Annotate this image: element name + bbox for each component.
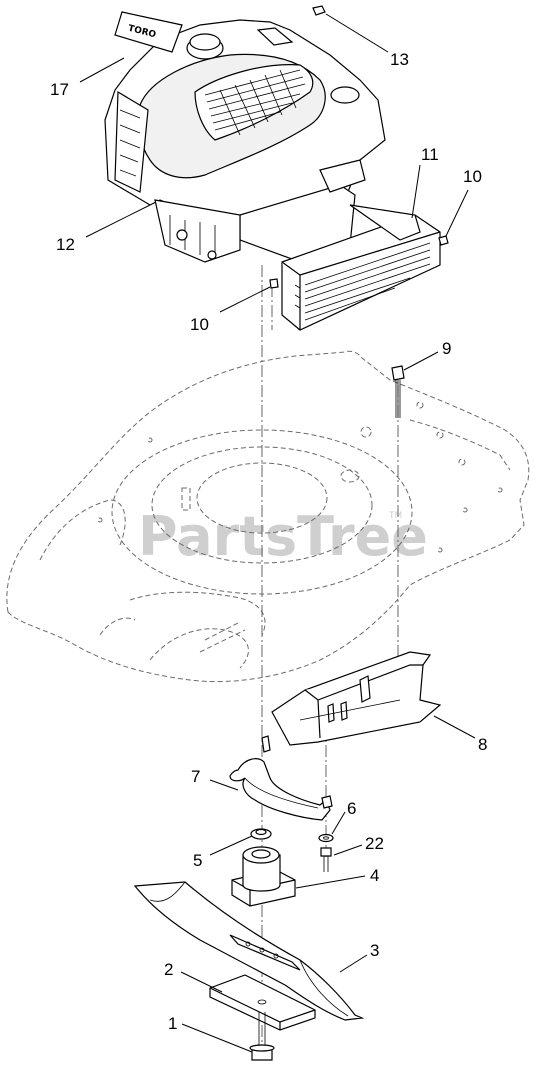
callout-5: 5 — [193, 851, 202, 870]
nut-icon — [312, 5, 326, 16]
screw-icon-22 — [320, 847, 332, 872]
callout-17: 17 — [50, 80, 69, 99]
mower-blade-icon — [133, 881, 365, 1021]
blade-adapter-icon — [231, 846, 296, 907]
watermark-text: PartsTree — [138, 505, 428, 568]
callout-22: 22 — [365, 834, 384, 853]
callout-13: 13 — [390, 50, 409, 69]
woodruff-key-icon — [250, 828, 272, 840]
watermark-tm: TM — [388, 511, 402, 521]
bail-bracket-icon — [229, 735, 333, 821]
callout-4: 4 — [370, 866, 379, 885]
callout-12: 12 — [56, 235, 75, 254]
callout-6: 6 — [347, 799, 356, 818]
callout-8: 8 — [478, 735, 487, 754]
muffler-guard-icon — [281, 204, 441, 331]
washer-icon — [318, 833, 334, 843]
callout-11: 11 — [421, 145, 439, 164]
engine-bolt-icon — [391, 365, 405, 418]
decal-icon: TORO — [114, 11, 183, 53]
leader-lines — [79, 13, 476, 1053]
blade-stiffener-icon — [209, 974, 316, 1031]
callout-1: 1 — [168, 1014, 177, 1033]
callout-labels: 17 13 12 11 10 10 9 8 7 6 22 5 4 3 2 1 — [50, 50, 487, 1033]
engine-icon — [104, 19, 386, 263]
callout-7: 7 — [191, 767, 200, 786]
callout-10-top: 10 — [463, 167, 482, 186]
baffle-icon — [271, 651, 442, 746]
callout-3: 3 — [370, 941, 379, 960]
blade-bolt-icon — [249, 1012, 275, 1061]
screw-icon — [269, 235, 449, 289]
callout-10-bottom: 10 — [190, 315, 209, 334]
callout-2: 2 — [164, 960, 173, 979]
callout-9: 9 — [442, 339, 451, 358]
